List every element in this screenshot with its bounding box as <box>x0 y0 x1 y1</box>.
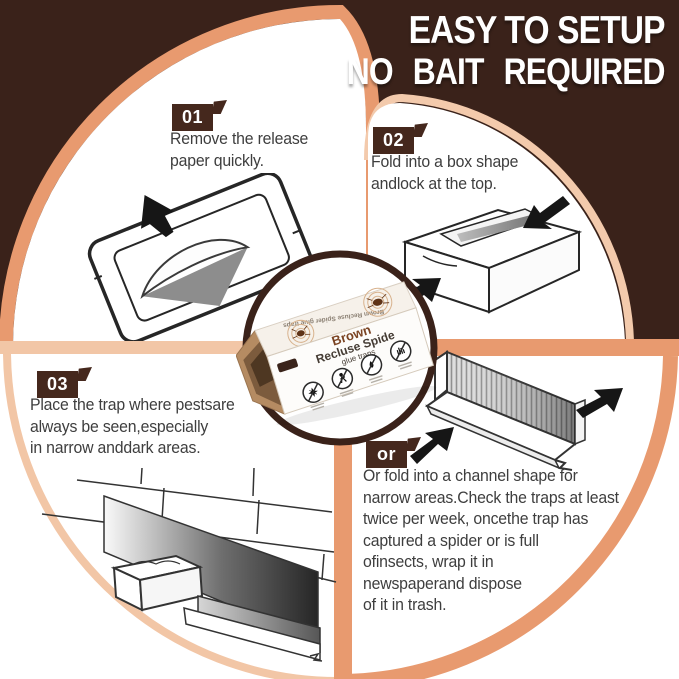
center-product-medallion: Brown Recluse Spider glue traps Brown Re… <box>236 250 438 446</box>
channel-shape <box>424 350 586 471</box>
step-02-text: Fold into a box shape andlock at the top… <box>371 152 519 193</box>
step-or-text: Or fold into a channel shape for narrow … <box>363 466 619 614</box>
brand-badge <box>277 358 298 373</box>
unfold-arrow-icon <box>576 388 623 418</box>
fold-arrow-icon <box>523 196 570 229</box>
q3-arc <box>3 353 340 679</box>
spider-target-icon <box>287 287 393 347</box>
step-01-badge-label: 01 <box>181 107 204 127</box>
up-arrow-icon <box>140 194 174 238</box>
channel-trap <box>183 595 323 662</box>
q4-arc <box>344 355 678 679</box>
step-02-badge: 02 <box>373 123 428 154</box>
glue-area <box>142 247 248 306</box>
step-01-badge: 01 <box>172 100 227 131</box>
headline: EASY TO SETUP NO BAIT REQUIRED <box>295 9 666 92</box>
no-walking-icon <box>339 372 343 377</box>
step-03-illustration-placement <box>41 468 337 662</box>
headline-line2: NO BAIT REQUIRED <box>347 51 666 92</box>
headline-line1: EASY TO SETUP <box>409 9 666 52</box>
unfold-arrow-icon <box>410 427 454 464</box>
product-box: Brown Recluse Spider glue traps Brown Re… <box>236 281 437 426</box>
q1-arc <box>0 4 380 347</box>
step-03-badge-label: 03 <box>46 374 69 394</box>
no-touch-icon <box>396 347 406 356</box>
box-trap <box>110 554 204 612</box>
step-02-badge-label: 02 <box>382 130 405 150</box>
step-03-text: Place the trap where pestsare always be … <box>30 395 235 457</box>
step-or-badge-label: or <box>377 444 396 464</box>
release-paper <box>140 238 251 300</box>
step-01-illustration-peel-trap <box>87 173 314 341</box>
step-or-illustration-channel <box>410 350 623 471</box>
spider-icon <box>291 293 390 339</box>
step-03-badge: 03 <box>37 367 92 398</box>
step-or-badge: or <box>366 437 421 468</box>
prohibition-icons <box>302 340 412 411</box>
q2-arc <box>364 93 634 342</box>
step-01-text: Remove the release paper quickly. <box>170 129 309 170</box>
